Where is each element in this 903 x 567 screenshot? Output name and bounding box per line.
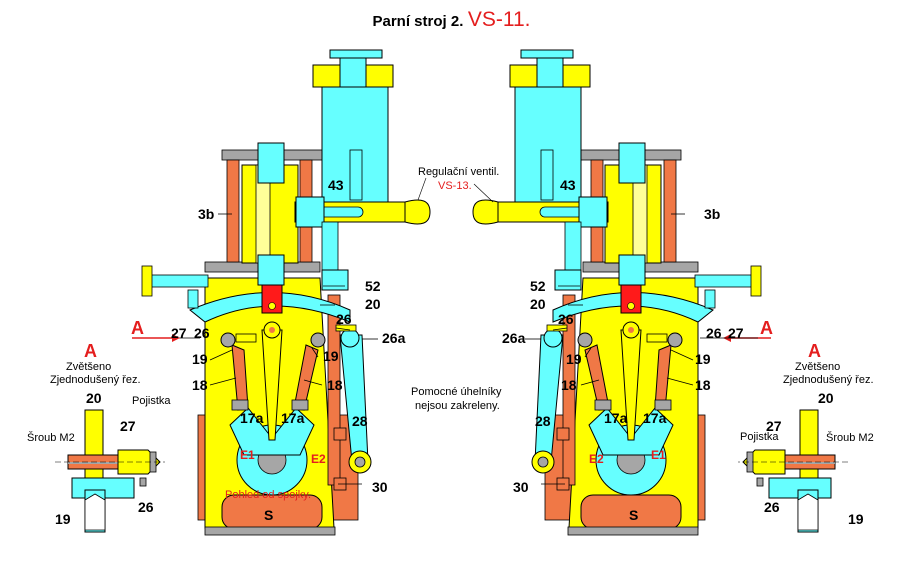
sroub-right: Šroub M2 <box>826 431 874 444</box>
label-e2-left: E2 <box>311 452 326 466</box>
label-17a-left-b: 17a <box>281 410 305 426</box>
label-20-left: 20 <box>365 296 381 312</box>
label-17a-right-a: 17a <box>604 410 628 426</box>
right-detail-a <box>737 409 849 533</box>
label-43-left: 43 <box>328 177 344 193</box>
label-43-right: 43 <box>560 177 576 193</box>
detail-27-right: 27 <box>766 418 782 434</box>
title-main: Parní stroj 2. <box>372 13 464 30</box>
label-s-left: S <box>264 507 273 523</box>
regul-code: VS-13. <box>438 180 472 192</box>
label-19-right-b: 19 <box>695 351 711 367</box>
zjednoduseny-right: Zjednodušený řez. <box>783 374 874 386</box>
label-18-left-a: 18 <box>192 377 208 393</box>
detail-a-left: A <box>84 341 97 361</box>
label-26-right-b: 26 <box>706 325 722 341</box>
pomocne-note-2: nejsou zakreleny. <box>415 400 500 412</box>
label-19-right-a: 19 <box>566 351 582 367</box>
label-17a-left-a: 17a <box>240 410 264 426</box>
pohled-note: Pohled od spojky. <box>225 489 311 501</box>
detail-a-right: A <box>808 341 821 361</box>
detail-27-left: 27 <box>120 418 136 434</box>
zjednoduseny-left: Zjednodušený řez. <box>50 374 141 386</box>
label-18-right-b: 18 <box>695 377 711 393</box>
pojistka-right: Pojistka <box>740 431 779 443</box>
page-title: Parní stroj 2. VS-11. <box>0 8 903 32</box>
label-a-arrow-left: A <box>131 318 144 338</box>
label-e2-right: E2 <box>589 452 604 466</box>
label-19-left-b: 19 <box>323 348 339 364</box>
label-26a-right: 26a <box>502 330 526 346</box>
label-26-left-b: 26 <box>194 325 210 341</box>
detail-19-right: 19 <box>848 511 864 527</box>
detail-20-left: 20 <box>86 390 102 406</box>
title-code: VS-11. <box>467 8 531 31</box>
label-19-left-a: 19 <box>192 351 208 367</box>
label-26-right-a: 26 <box>558 311 574 327</box>
label-20-right: 20 <box>530 296 546 312</box>
label-e1-left: E1 <box>240 448 255 462</box>
pojistka-left: Pojistka <box>132 395 171 407</box>
label-s-right: S <box>629 507 638 523</box>
detail-26-right: 26 <box>764 499 780 515</box>
label-28-left: 28 <box>352 413 368 429</box>
zvetseno-right: Zvětšeno <box>795 361 840 373</box>
detail-20-right: 20 <box>818 390 834 406</box>
label-52-left: 52 <box>365 278 381 294</box>
label-e1-right: E1 <box>651 448 666 462</box>
label-27-right: 27 <box>728 325 744 341</box>
label-30-right: 30 <box>513 479 529 495</box>
label-18-left-b: 18 <box>327 377 343 393</box>
label-27-left: 27 <box>171 325 187 341</box>
regul-note: Regulační ventil. <box>418 166 499 178</box>
label-28-right: 28 <box>535 413 551 429</box>
label-26a-left: 26a <box>382 330 406 346</box>
label-30-left: 30 <box>372 479 388 495</box>
sroub-left: Šroub M2 <box>27 431 75 444</box>
label-17a-right-b: 17a <box>643 410 667 426</box>
pomocne-note-1: Pomocné úhelníky <box>411 386 502 398</box>
detail-19-left: 19 <box>55 511 71 527</box>
zvetseno-left: Zvětšeno <box>66 361 111 373</box>
label-52-right: 52 <box>530 278 546 294</box>
right-engine <box>472 49 762 536</box>
left-engine <box>141 49 431 536</box>
detail-26-left: 26 <box>138 499 154 515</box>
label-3b-right: 3b <box>704 206 720 222</box>
label-18-right-a: 18 <box>561 377 577 393</box>
label-3b-left: 3b <box>198 206 214 222</box>
label-a-arrow-right: A <box>760 318 773 338</box>
label-26-left-a: 26 <box>336 311 352 327</box>
